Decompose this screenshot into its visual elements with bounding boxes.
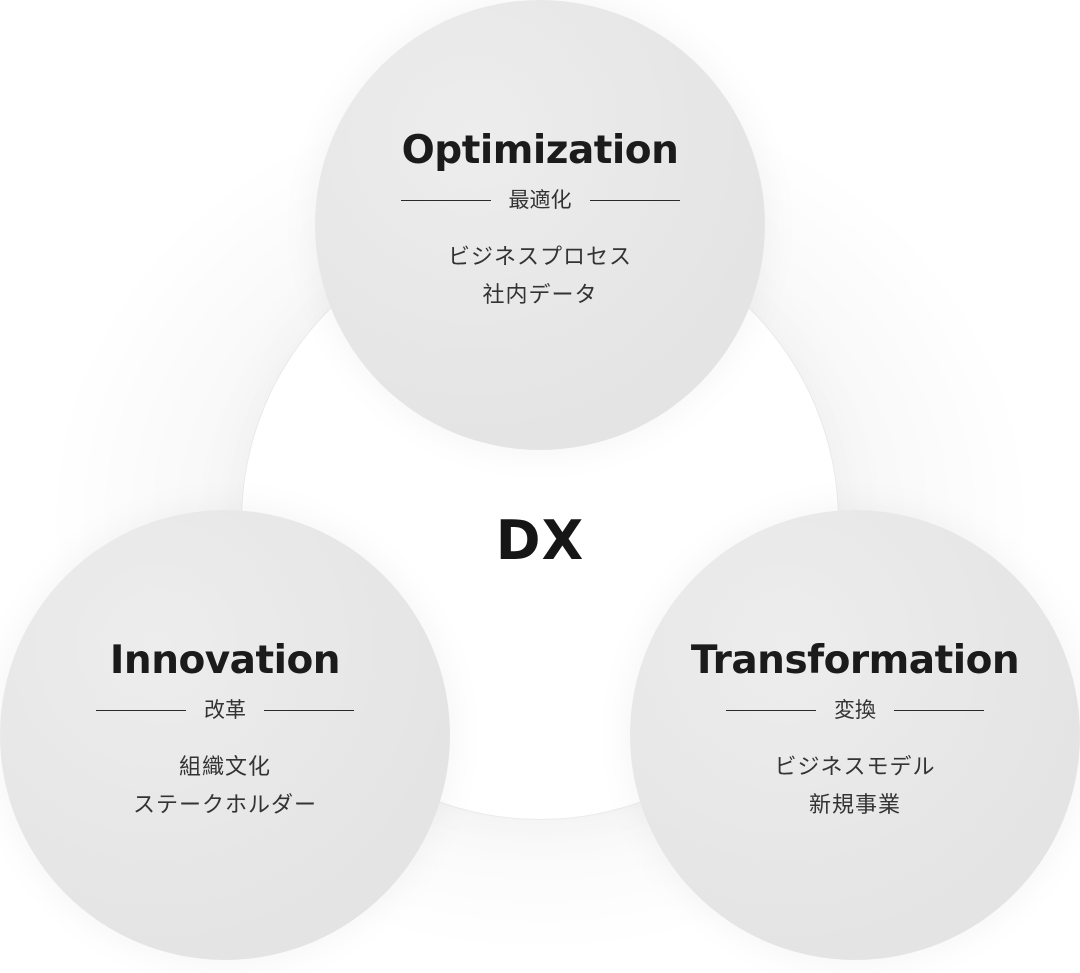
innovation-subtitle: 改革 [204,697,246,722]
innovation-subtitle-row: 改革 [96,697,354,722]
divider-line-left [96,709,186,711]
innovation-items: 組織文化 ステークホルダー [133,755,317,820]
transformation-subtitle-row: 変換 [726,697,984,722]
innovation-item: ステークホルダー [132,793,317,818]
optimization-item: ビジネスプロセス [447,244,632,270]
transformation-title: Transformation [690,637,1020,683]
transformation-subtitle: 変換 [834,697,876,722]
divider-line-left [400,199,491,201]
transformation-item: ビジネスモデル [774,754,936,780]
innovation-circle: Innovation 改革 組織文化 ステークホルダー [0,510,450,960]
innovation-item: 組織文化 [178,754,271,780]
divider-line-left [726,709,816,711]
transformation-circle: Transformation 変換 ビジネスモデル 新規事業 [630,510,1080,960]
innovation-title: Innovation [109,637,341,683]
transformation-item: 新規事業 [808,793,901,818]
optimization-subtitle-row: 最適化 [400,187,680,212]
optimization-title: Optimization [401,127,679,173]
divider-line-right [894,709,984,711]
transformation-items: ビジネスモデル 新規事業 [774,755,935,820]
optimization-item: 社内データ [482,283,598,308]
dx-center-label: DX [495,508,585,572]
optimization-subtitle: 最適化 [508,187,572,212]
optimization-circle: Optimization 最適化 ビジネスプロセス 社内データ [315,0,765,450]
divider-line-right [589,199,680,201]
optimization-items: ビジネスプロセス 社内データ [448,245,632,310]
divider-line-right [264,709,354,711]
